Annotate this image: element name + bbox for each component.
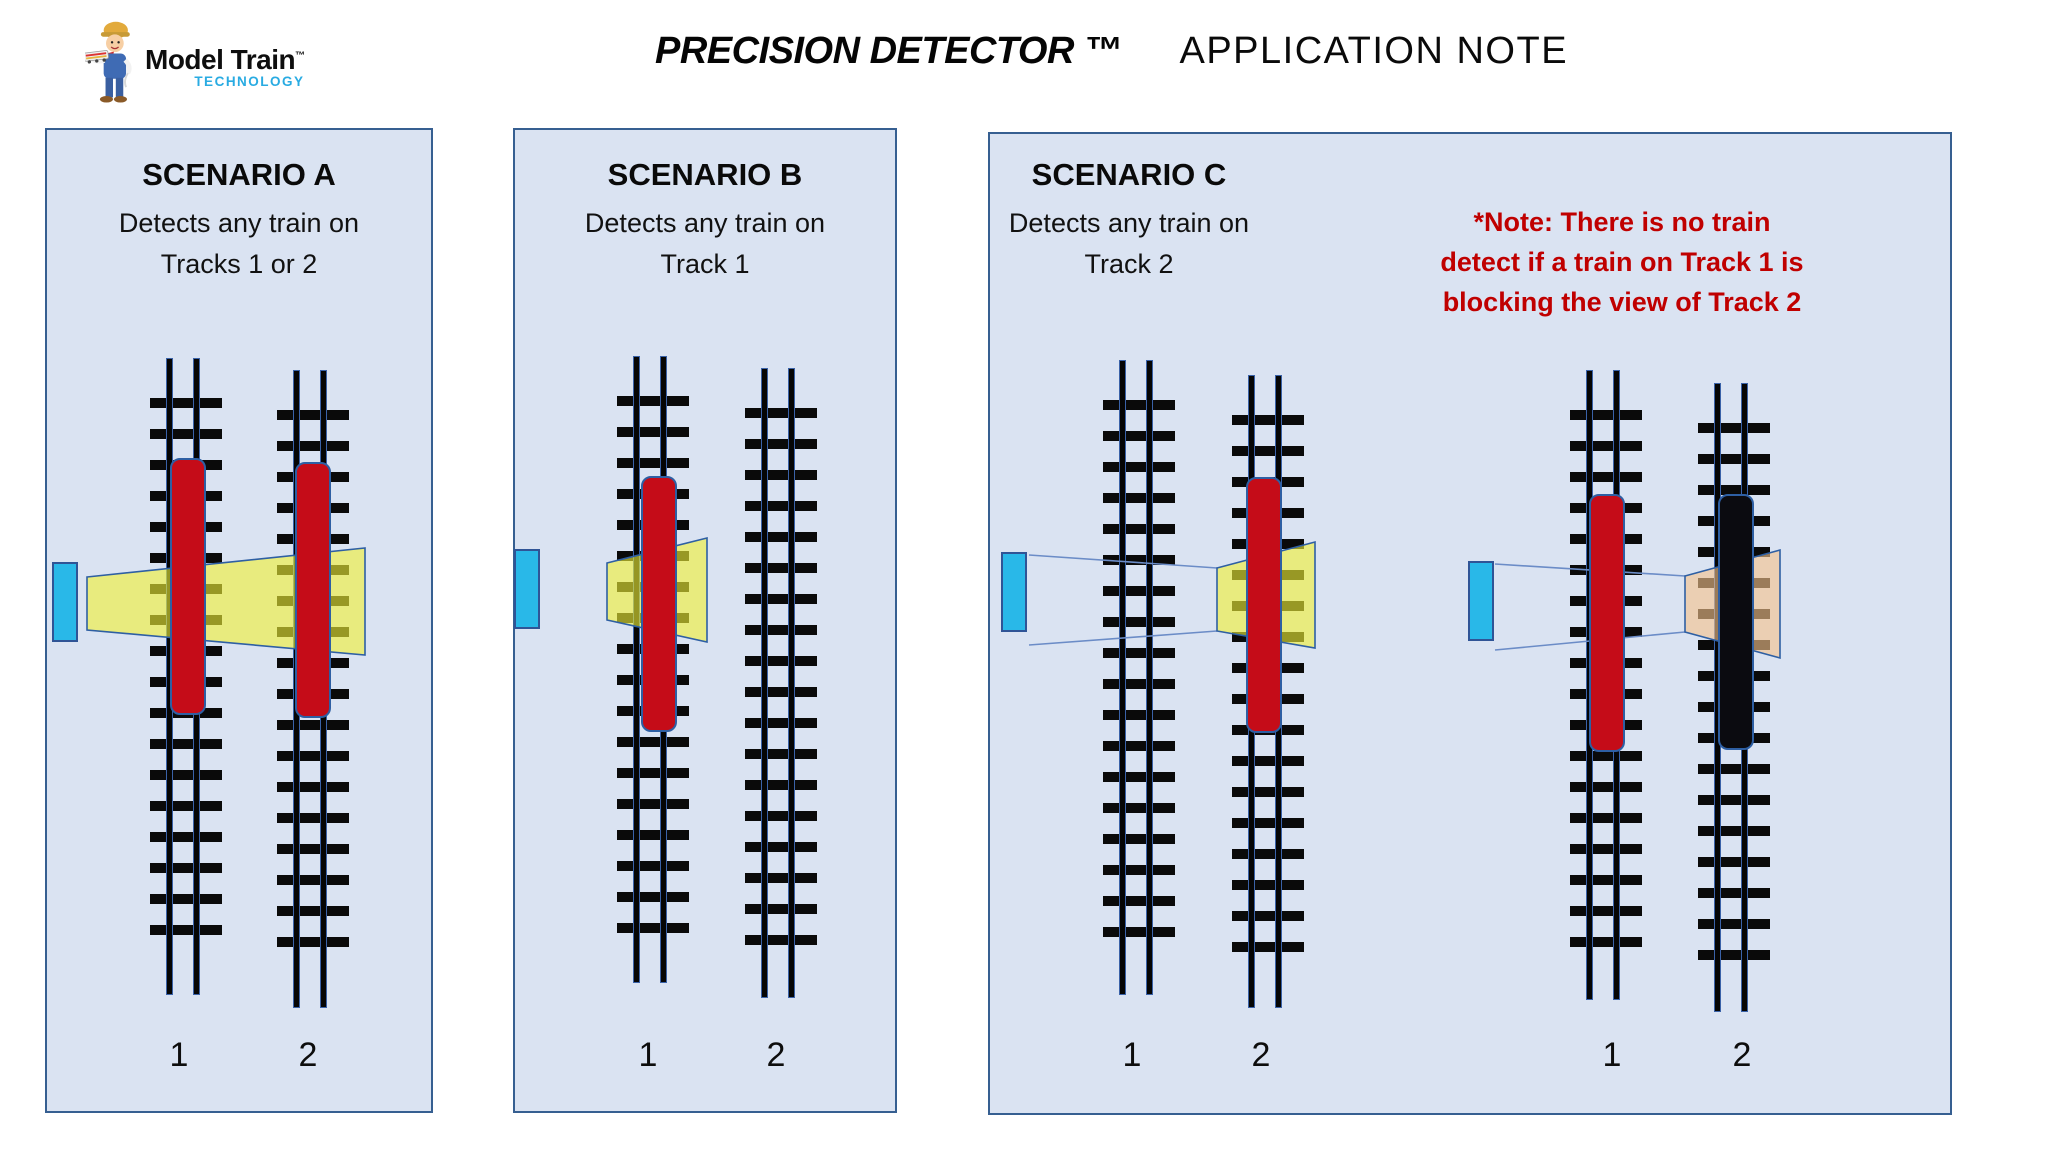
track-label-c-right-2: 2 [1732,1036,1752,1074]
train-b-track1 [641,476,677,732]
track-rail [788,368,795,998]
scenario-c-title: SCENARIO C [1031,157,1227,192]
mascot-figure-icon [85,21,132,103]
track-label-a2: 2 [298,1036,318,1074]
scenario-b-title: SCENARIO B [607,157,803,192]
train-c-right-track2-undetected [1718,494,1754,750]
scenario-c-warning-note: *Note: There is no train detect if a tra… [1440,207,1804,317]
model-train-technology-logo: Model Train™ TECHNOLOGY [85,16,305,106]
track-label-c-right-1: 1 [1602,1036,1622,1074]
track-c-left-1 [1103,360,1175,995]
precision-detector-c-left [1001,552,1027,632]
track-rail [1146,360,1153,995]
product-name-title: PRECISION DETECTOR ™ [655,30,1122,72]
scenario-b-description: Detects any train on Track 1 [584,208,826,279]
logo-subtitle-text: TECHNOLOGY [194,74,305,89]
scenario-b-heading: SCENARIO B Detects any train on Track 1 [513,156,897,285]
scenario-c-heading: SCENARIO C Detects any train on Track 2 [979,156,1279,285]
track-rail [761,368,768,998]
logo-trademark: ™ [295,50,305,62]
track-rail [1119,360,1126,995]
precision-detector-a [52,562,78,642]
scenario-c-description: Detects any train on Track 2 [1008,208,1250,279]
train-a-track1 [170,458,206,715]
track-b2 [745,368,817,998]
logo-brand-text: Model Train™ [145,44,305,75]
track-label-b2: 2 [766,1036,786,1074]
track-ties [745,408,817,956]
train-c-left-track2 [1246,477,1282,733]
track-rail [633,356,640,983]
logo-wordmark: Model Train™ TECHNOLOGY [145,46,305,89]
track-label-a1: 1 [169,1036,189,1074]
track-label-c-left-1: 1 [1122,1036,1142,1074]
scenario-a-title: SCENARIO A [142,157,336,192]
application-note-title: APPLICATION NOTE [1179,30,1569,72]
train-c-right-track1-blocking [1589,494,1625,752]
page-title: PRECISION DETECTOR ™ APPLICATION NOTE [655,30,1568,73]
track-ties [1103,400,1175,953]
train-a-track2 [295,462,331,718]
track-label-c-left-2: 2 [1251,1036,1271,1074]
scenario-a-heading: SCENARIO A Detects any train on Tracks 1… [45,156,433,285]
scenario-a-description: Detects any train on Tracks 1 or 2 [118,208,360,279]
track-label-b1: 1 [638,1036,658,1074]
precision-detector-b [514,549,540,629]
precision-detector-c-right [1468,561,1494,641]
